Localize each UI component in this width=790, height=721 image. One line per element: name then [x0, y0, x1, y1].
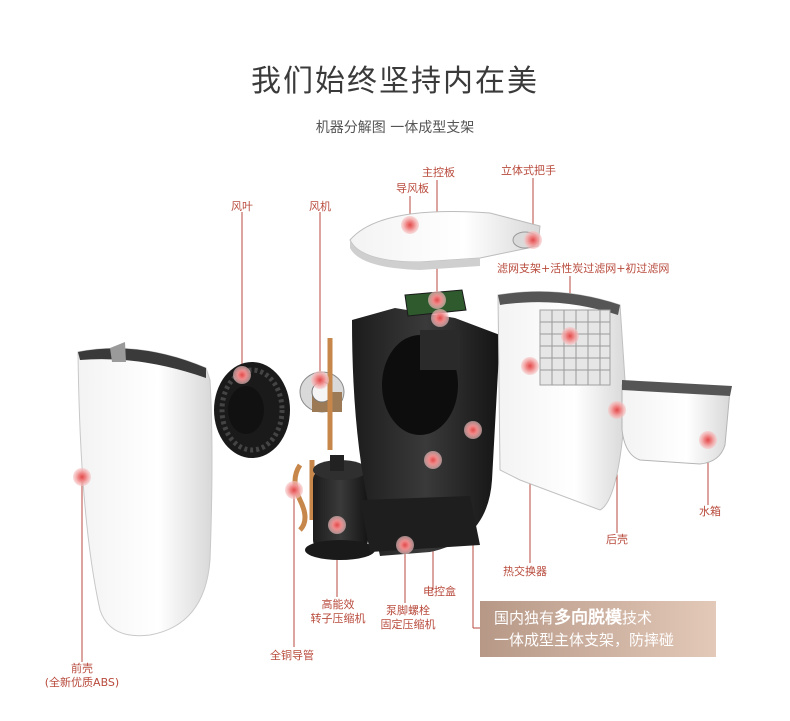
hotspot-filter [561, 327, 579, 345]
label-screw-line2: 固定压缩机 [380, 618, 436, 631]
label-fan-blade: 风叶 [231, 200, 253, 213]
page-title: 我们始终坚持内在美 [251, 64, 539, 99]
label-main-board: 主控板 [422, 166, 455, 179]
hotspot-water-tank [699, 431, 717, 449]
hotspot-fan-blade [233, 366, 251, 384]
feature-banner: 国内独有多向脱模技术 一体成型主体支架，防摔碰 [480, 601, 716, 657]
hotspot-air-guide [401, 216, 419, 234]
label-screw-line1: 泵脚螺栓 [386, 604, 430, 617]
copper-pipe [292, 338, 333, 532]
label-control-box: 电控盒 [423, 585, 456, 598]
hotspot-main-board [428, 291, 446, 309]
label-water-tank: 水箱 [699, 505, 721, 518]
banner-prefix: 国内独有 [494, 609, 555, 627]
water-tank [621, 380, 732, 465]
page-subtitle: 机器分解图 一体成型支架 [315, 120, 475, 136]
banner-line2: 一体成型主体支架，防摔碰 [494, 631, 675, 649]
label-handle: 立体式把手 [501, 164, 556, 177]
hotspot-rear-shell [608, 401, 626, 419]
hotspot-copper-pipe [285, 481, 303, 499]
label-compressor-line2: 转子压缩机 [310, 612, 366, 625]
banner-suffix: 技术 [622, 609, 653, 627]
banner-highlight: 多向脱模 [554, 608, 623, 628]
hotspot-screw [396, 536, 414, 554]
label-rear-shell: 后壳 [606, 533, 628, 546]
hotspots [73, 216, 717, 554]
label-heat-exchanger: 热交换器 [503, 565, 547, 578]
main-frame [352, 308, 500, 556]
hotspot-handle [524, 231, 542, 249]
front-shell [77, 342, 213, 637]
label-compressor-line1: 高能效 [321, 598, 355, 611]
label-filter: 滤网支架+活性炭过滤网+初过滤网 [497, 262, 670, 275]
banner-line1: 国内独有多向脱模技术 [494, 607, 716, 629]
hotspot-fan-motor [311, 371, 329, 389]
label-fan-motor: 风机 [309, 200, 331, 213]
hotspot-compressor [328, 516, 346, 534]
hotspot-frame-top [431, 309, 449, 327]
label-copper-pipe: 全铜导管 [270, 649, 314, 662]
label-air-guide: 导风板 [396, 182, 429, 195]
label-front-shell: 前壳 (全新优质ABS) [40, 662, 124, 690]
hotspot-frame-bottom [424, 451, 442, 469]
hotspot-front-shell [73, 468, 91, 486]
hotspot-heat-exchanger [521, 357, 539, 375]
label-front-shell-line2: (全新优质ABS) [44, 676, 120, 689]
label-screw: 泵脚螺栓 固定压缩机 [378, 604, 438, 632]
fan-blade [214, 362, 290, 458]
label-compressor: 高能效 转子压缩机 [306, 598, 370, 626]
rear-shell [497, 291, 627, 511]
hotspot-control-box [464, 421, 482, 439]
compressor [305, 455, 375, 560]
label-front-shell-line1: 前壳 [71, 662, 93, 675]
